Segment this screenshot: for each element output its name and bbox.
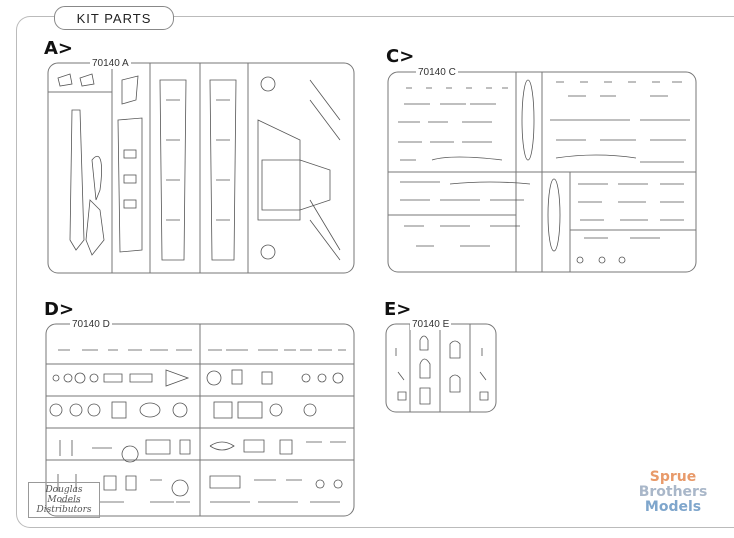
section-label-e: E> (384, 299, 412, 320)
distributor-logo-line2: Models (47, 495, 81, 505)
kit-parts-frame (16, 16, 734, 528)
sprue-e-frame (385, 323, 497, 413)
watermark-line3: Models (644, 499, 702, 515)
sprue-code-c: 70140 C (416, 67, 458, 78)
distributor-logo-line1: Douglas (45, 485, 83, 495)
section-label-a: A> (44, 38, 74, 59)
sprue-a-frame (47, 62, 355, 274)
sprue-code-a: 70140 A (90, 58, 131, 69)
watermark-logo: Sprue Brothers Models (636, 470, 710, 515)
distributor-logo: Douglas Models Distributors (28, 482, 100, 518)
distributor-logo-line3: Distributors (36, 505, 92, 515)
section-label-d: D> (44, 299, 75, 320)
section-label-c: C> (386, 46, 415, 67)
sprue-code-e: 70140 E (410, 319, 452, 330)
page-title-text: KIT PARTS (76, 10, 152, 26)
watermark-line1: Sprue (649, 469, 697, 485)
page-title: KIT PARTS (54, 6, 174, 30)
sprue-code-d: 70140 D (70, 319, 112, 330)
watermark-line2: Brothers (638, 484, 708, 500)
